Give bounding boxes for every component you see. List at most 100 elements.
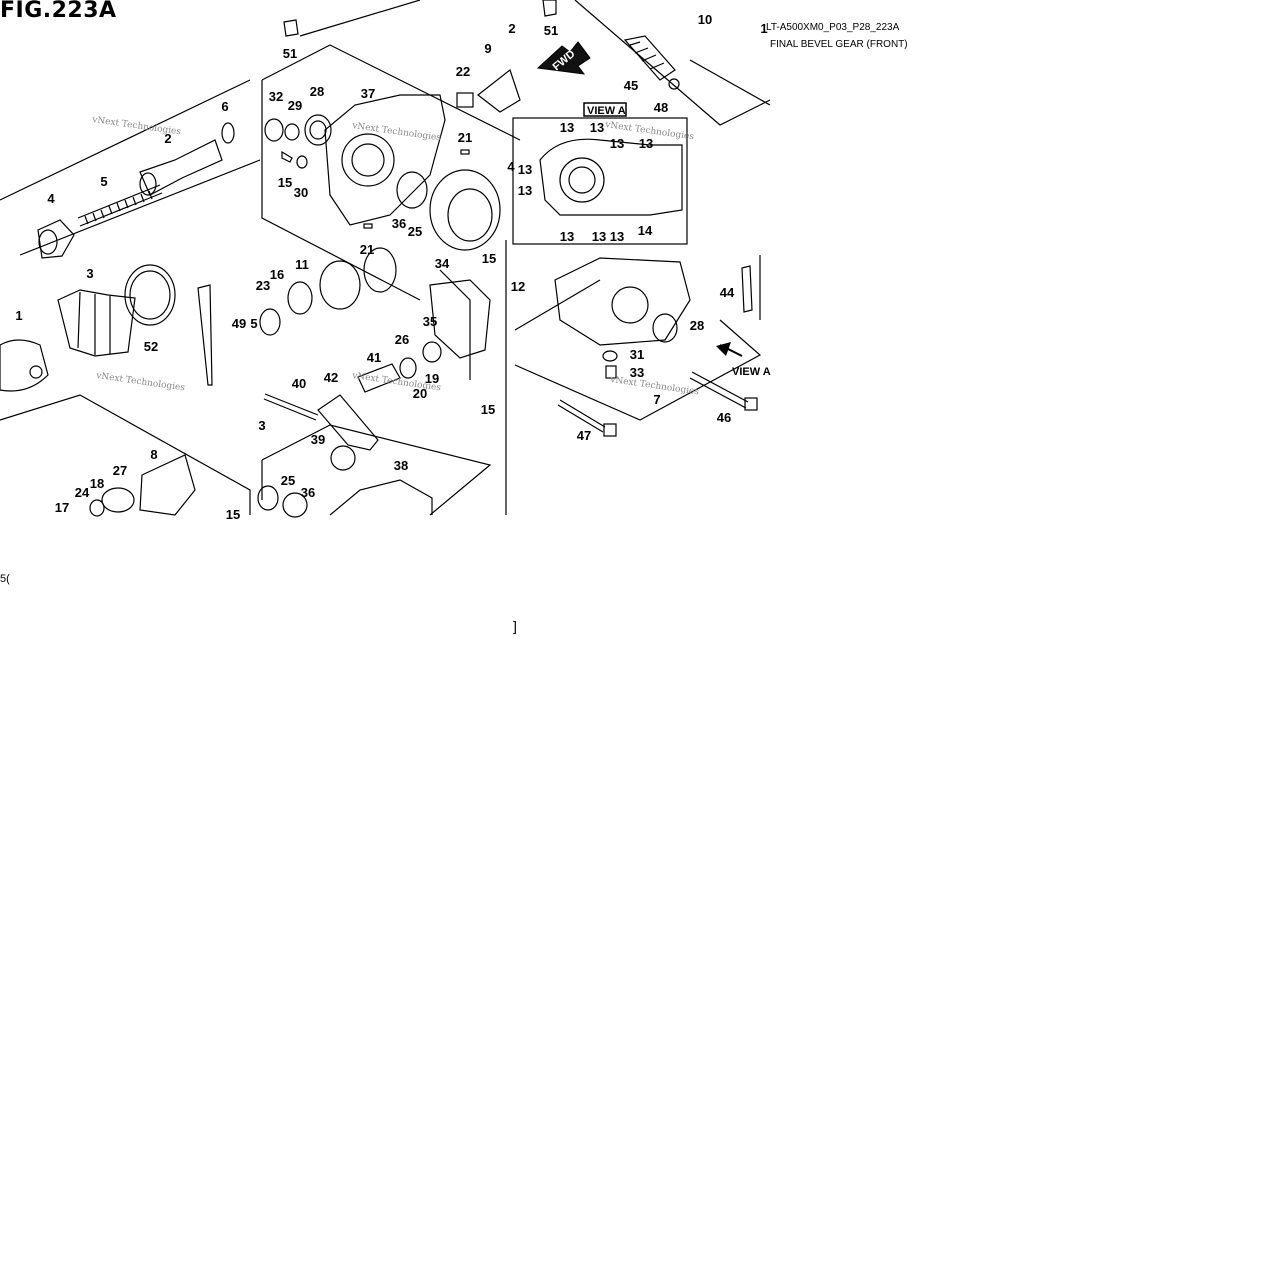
callout-number: 2	[508, 21, 515, 36]
callout-number: 5	[100, 174, 107, 189]
bearing-part-11b	[319, 260, 361, 310]
callout-number: 13	[639, 136, 653, 151]
part-48	[668, 78, 680, 90]
callout-number: 4	[47, 191, 55, 206]
callout-number: 12	[511, 279, 525, 294]
callout-number: 13	[590, 120, 604, 135]
washer-part-31	[602, 350, 618, 362]
part-39	[330, 445, 356, 471]
ring-gear-part-25	[429, 169, 501, 251]
part-36-bottom	[282, 492, 308, 518]
bolt-part-15	[281, 150, 293, 163]
callout-number: 47	[577, 428, 591, 443]
stray-text-left: 5(	[0, 573, 10, 585]
bearing-part-36	[396, 171, 428, 209]
view-a-arrow-icon	[716, 342, 731, 356]
callout-number: 48	[654, 100, 668, 115]
housing-group-outline	[261, 80, 421, 301]
callout-number: 13	[518, 183, 532, 198]
callout-number: 27	[113, 463, 127, 478]
bolt-part-47	[557, 399, 606, 433]
callout-number: 25	[408, 224, 422, 239]
callout-number: 38	[394, 458, 408, 473]
callout-number: 15	[278, 175, 292, 190]
callout-number: 13	[518, 162, 532, 177]
seal-part-28	[652, 313, 678, 343]
callout-number: 13	[560, 229, 574, 244]
part-32	[264, 118, 284, 142]
boot-part-45	[623, 35, 676, 81]
shift-fork-part-42	[317, 394, 379, 451]
bolt-part-46	[689, 371, 749, 409]
callout-number: 1	[15, 308, 22, 323]
callout-number: 7	[653, 392, 660, 407]
figure-code: LT-A500XM0_P03_P28_223A	[766, 22, 900, 33]
callout-number: 2	[164, 131, 171, 146]
callout-number: 22	[456, 64, 470, 79]
callout-number: 21	[360, 242, 374, 257]
callout-number: 31	[630, 347, 644, 362]
part-38	[329, 479, 433, 516]
callout-number: 19	[425, 371, 439, 386]
part-18	[89, 499, 105, 517]
figure-caption: FINAL BEVEL GEAR (FRONT)	[770, 39, 908, 50]
part-25-bottom	[257, 485, 279, 511]
callout-number: 36	[392, 216, 406, 231]
callout-number: 41	[367, 350, 381, 365]
circlip-part-6	[221, 122, 235, 144]
callout-number: 15	[482, 251, 496, 266]
callout-number: 49	[232, 316, 246, 331]
bearing-part-22	[456, 92, 474, 108]
ring-part-4	[37, 219, 75, 259]
callout-number: 18	[90, 476, 104, 491]
callout-number: 35	[423, 314, 437, 329]
nut-part-51	[283, 19, 299, 37]
rod-part-40	[263, 393, 319, 421]
callout-number: 29	[288, 98, 302, 113]
callout-number: 11	[295, 257, 309, 272]
view-a-inset-box	[512, 117, 688, 245]
differential-housing-part-7	[554, 257, 691, 346]
callout-number: 40	[292, 376, 306, 391]
callout-number: 32	[269, 89, 283, 104]
callout-number: 9	[484, 41, 491, 56]
callout-number: 4	[507, 159, 515, 174]
callout-number: 5	[250, 316, 257, 331]
callout-number: 28	[690, 318, 704, 333]
seal-part-27	[101, 487, 135, 513]
callout-number: 6	[221, 99, 228, 114]
oring-part-35	[422, 341, 442, 363]
callout-number: 24	[75, 485, 90, 500]
view-a-arrow-label: VIEW A	[732, 366, 771, 378]
callout-number: 23	[256, 278, 270, 293]
callout-number: 44	[720, 285, 735, 300]
bearing-part-11	[287, 281, 313, 315]
part-16	[259, 308, 281, 336]
cable-tie-part-49	[197, 284, 213, 386]
callout-number: 30	[294, 185, 308, 200]
ring-part-21	[363, 247, 397, 293]
callout-number: 33	[630, 365, 644, 380]
callout-number: 25	[281, 473, 295, 488]
universal-joint-part-1	[0, 339, 49, 392]
part-29	[284, 123, 300, 141]
callout-layer: 1 1 2 2 3 3 4 4 5 5 6 7 8 9 10 11 12 13 …	[15, 12, 767, 522]
callout-number: 20	[413, 386, 427, 401]
boot-part-3	[57, 289, 136, 357]
washer-part-30	[296, 155, 308, 169]
callout-number: 10	[698, 12, 712, 27]
callout-number: 3	[258, 418, 265, 433]
callout-number: 51	[544, 23, 558, 38]
callout-number: 52	[144, 339, 158, 354]
callout-number: 46	[717, 410, 731, 425]
bearing-part-28	[304, 114, 332, 146]
watermark: vNext Technologies	[351, 121, 442, 144]
pin-part-21b	[363, 223, 373, 229]
callout-number: 51	[283, 46, 297, 61]
fwd-arrow-icon: FWD	[536, 41, 591, 75]
callout-number: 28	[310, 84, 324, 99]
shaft-part-41	[357, 363, 401, 393]
spring-part-5	[77, 184, 163, 227]
